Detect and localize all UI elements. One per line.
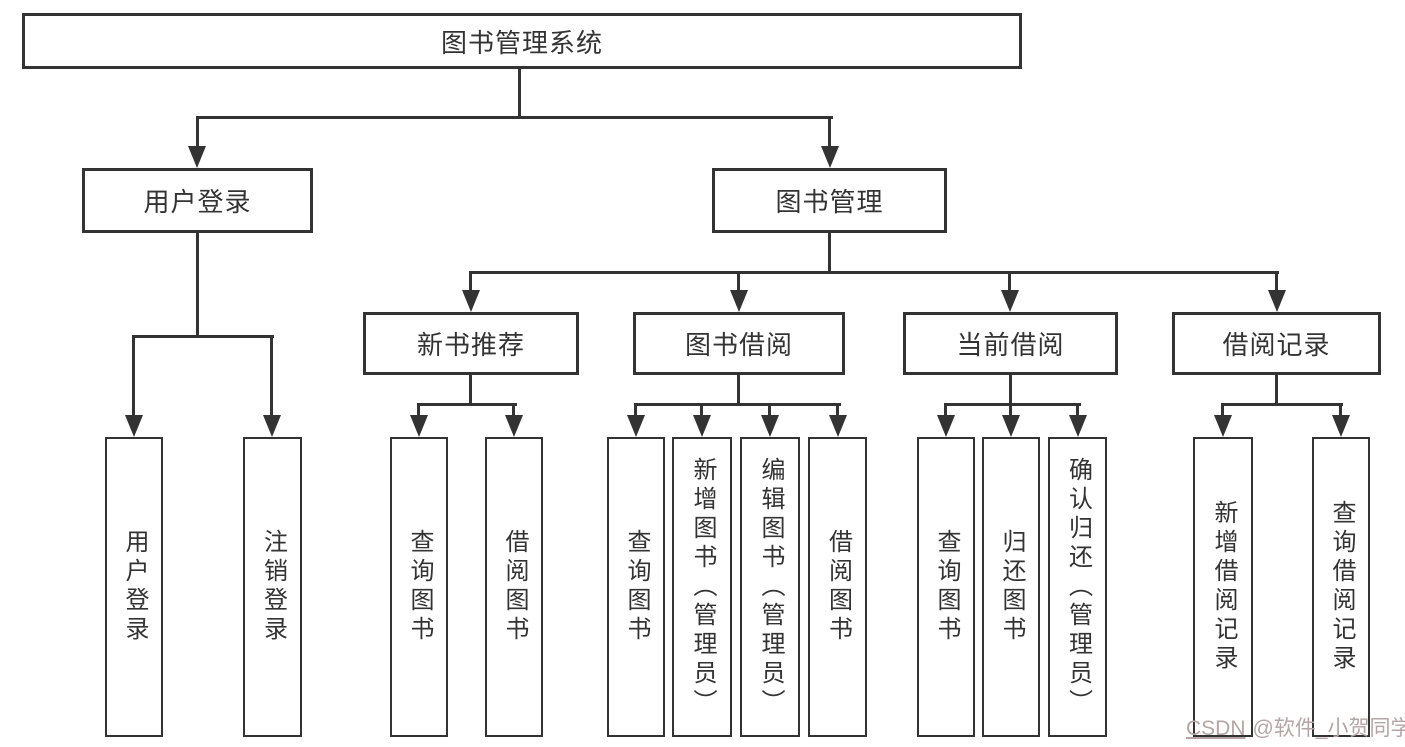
arrowhead-down-icon [410,415,428,437]
arrowhead-down-icon [1002,415,1020,437]
leaf-logout: 注销登录 [243,437,302,737]
leaf-nbr-borrow-books: 借阅图书 [485,437,543,737]
connector-line [1076,403,1079,417]
connector-line [469,271,472,292]
arrowhead-down-icon [937,415,955,437]
connector-line [828,233,831,274]
leaf-bb-edit-books-admin-label: 编辑图书（管理员） [757,456,784,718]
leaf-bb-query-books: 查询图书 [607,437,665,737]
connector-line [768,403,771,417]
leaf-nbr-borrow-books-label: 借阅图书 [501,529,528,645]
connector-line [1339,403,1342,417]
arrowhead-down-icon [821,146,839,168]
leaf-cb-return-books-label: 归还图书 [998,529,1025,645]
leaf-bb-add-books-admin-label: 新增图书（管理员） [689,456,716,718]
arrowhead-down-icon [1001,290,1019,312]
connector-line [512,403,515,417]
csdn-watermark-handle: @软件_小贺同学 [1252,717,1405,740]
arrowhead-down-icon [693,415,711,437]
node-current-borrowing-label: 当前借阅 [956,330,1065,360]
node-book-management: 图书管理 [712,168,947,233]
connector-line [417,403,420,417]
arrowhead-down-icon [263,415,281,437]
arrowhead-down-icon [1332,415,1350,437]
connector-line [469,271,1279,274]
leaf-br-query-record: 查询借阅记录 [1312,437,1370,737]
node-root-system: 图书管理系统 [22,13,1022,69]
leaf-nbr-query-books: 查询图书 [390,437,448,737]
connector-line [196,116,833,119]
connector-line [1221,403,1343,406]
leaf-bb-borrow-books-label: 借阅图书 [824,529,852,645]
connector-line [270,335,273,417]
arrowhead-down-icon [829,415,847,437]
connector-line [634,403,637,417]
connector-line [417,403,517,406]
csdn-watermark: CSDN @软件_小贺同学 [1186,712,1405,742]
connector-line [1009,375,1012,406]
node-borrowing-records-label: 借阅记录 [1222,330,1331,360]
arrowhead-down-icon [761,415,779,437]
node-book-management-label: 图书管理 [775,187,884,217]
node-current-borrowing: 当前借阅 [903,312,1118,375]
leaf-bb-borrow-books: 借阅图书 [808,437,867,737]
arrowhead-down-icon [125,415,143,437]
leaf-bb-add-books-admin: 新增图书（管理员） [672,437,732,737]
leaf-user-login: 用户登录 [105,437,163,737]
leaf-br-add-record-label: 新增借阅记录 [1210,500,1237,674]
node-new-book-recommend-label: 新书推荐 [416,330,525,360]
leaf-br-add-record: 新增借阅记录 [1193,437,1253,737]
leaf-nbr-query-books-label: 查询图书 [406,529,433,645]
connector-line [469,375,472,406]
connector-line [634,403,841,406]
node-root-label: 图书管理系统 [440,27,603,58]
connector-line [518,69,521,119]
arrowhead-down-icon [505,415,523,437]
connector-line [1275,375,1278,406]
node-book-borrowing: 图书借阅 [633,312,845,375]
connector-line [828,116,831,148]
connector-line [132,335,135,417]
node-borrowing-records: 借阅记录 [1172,312,1381,375]
connector-line [1221,403,1224,417]
arrowhead-down-icon [188,146,206,168]
connector-line [737,375,740,406]
arrowhead-down-icon [462,290,480,312]
arrowhead-down-icon [1214,415,1232,437]
connector-line [737,271,740,292]
arrowhead-down-icon [627,415,645,437]
node-new-book-recommend: 新书推荐 [363,312,579,375]
connector-line [132,335,274,338]
connector-line [196,116,199,148]
connector-line [944,403,947,417]
connector-line [944,403,1081,406]
node-user-login-label: 用户登录 [143,187,252,217]
node-book-borrowing-label: 图书借阅 [684,330,793,360]
leaf-br-query-record-label: 查询借阅记录 [1328,500,1355,674]
connector-line [196,233,199,338]
connector-line [1009,403,1012,417]
connector-line [836,403,839,417]
arrowhead-down-icon [730,290,748,312]
leaf-bb-query-books-label: 查询图书 [623,529,650,645]
arrowhead-down-icon [1268,290,1286,312]
connector-line [1275,271,1278,292]
node-user-login: 用户登录 [82,168,313,233]
leaf-logout-label: 注销登录 [259,529,287,645]
leaf-cb-query-books: 查询图书 [917,437,975,737]
leaf-cb-return-books: 归还图书 [982,437,1040,737]
leaf-cb-query-books-label: 查询图书 [933,529,960,645]
leaf-bb-edit-books-admin: 编辑图书（管理员） [740,437,800,737]
leaf-cb-confirm-return-admin-label: 确认归还（管理员） [1064,456,1092,718]
leaf-user-login-label: 用户登录 [121,529,148,645]
csdn-watermark-prefix: CSDN [1186,717,1246,740]
connector-line [700,403,703,417]
arrowhead-down-icon [1069,415,1087,437]
leaf-cb-confirm-return-admin: 确认归还（管理员） [1048,437,1107,737]
connector-line [1008,271,1011,292]
